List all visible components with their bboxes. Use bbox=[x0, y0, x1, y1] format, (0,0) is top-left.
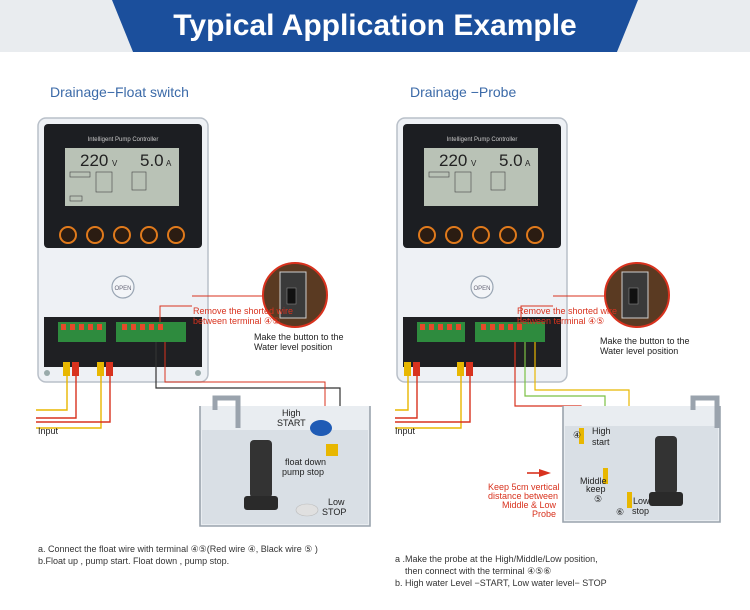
float-high-marker bbox=[326, 444, 338, 456]
left-stop-label: STOP bbox=[322, 507, 347, 517]
lcd-segment bbox=[69, 195, 83, 202]
right-start-label: start bbox=[592, 437, 610, 447]
voltage-value: 220 bbox=[80, 151, 108, 170]
left-remove-label-1: Remove the shorted wire bbox=[193, 306, 294, 316]
controller-title: Intelligent Pump Controller bbox=[88, 137, 159, 143]
left-low-label: Low bbox=[328, 497, 345, 507]
right-num6: ⑥ bbox=[616, 507, 625, 517]
float-low bbox=[295, 503, 319, 517]
left-high-label: High bbox=[282, 408, 301, 418]
right-input-label: Input bbox=[395, 426, 416, 436]
right-num4: ④ bbox=[573, 430, 582, 440]
left-note-a: a. Connect the float wire with terminal … bbox=[38, 544, 318, 554]
right-button-label-1: Make the button to the bbox=[600, 336, 690, 346]
lcd-segment bbox=[428, 171, 450, 178]
input-plugs bbox=[404, 362, 473, 376]
lcd-segment bbox=[131, 171, 147, 191]
left-note-b: b.Float up , pump start. Float down , pu… bbox=[38, 556, 230, 566]
left-float-down-label: float down bbox=[285, 457, 327, 467]
right-middle-label: Middle bbox=[580, 476, 607, 486]
lcd-segment bbox=[69, 171, 91, 178]
right-remove-label-1: Remove the shorted wire bbox=[517, 306, 618, 316]
keep-arrow bbox=[539, 469, 551, 477]
page-title: Typical Application Example bbox=[173, 9, 577, 42]
right-subtitle: Drainage −Probe bbox=[410, 84, 517, 100]
open-knob bbox=[470, 275, 494, 299]
open-label: OPEN bbox=[473, 286, 490, 292]
left-input-label: Input bbox=[38, 426, 59, 436]
right-low-label: Low bbox=[633, 496, 650, 506]
right-stop-label: stop bbox=[632, 506, 650, 516]
terminal-screws bbox=[61, 324, 163, 330]
controller-buttons bbox=[59, 226, 185, 244]
right-note-a2: then connect with the terminal ④⑤⑥ bbox=[405, 566, 552, 576]
open-label: OPEN bbox=[114, 286, 131, 292]
lcd-segment bbox=[490, 171, 506, 191]
left-button-label-1: Make the button to the bbox=[254, 332, 344, 342]
left-diagram: Intelligent Pump Controller 220 V 5.0 A … bbox=[36, 117, 371, 527]
lcd-segment bbox=[454, 171, 472, 193]
float-ball bbox=[310, 420, 332, 436]
header-banner-shape bbox=[112, 0, 638, 52]
left-subtitle: Drainage−Float switch bbox=[50, 84, 189, 100]
probe-low bbox=[627, 492, 632, 508]
right-note-b: b. High water Level −START, Low water le… bbox=[395, 578, 607, 588]
pump bbox=[655, 436, 677, 494]
right-keep-label: keep bbox=[586, 484, 606, 494]
pump bbox=[250, 440, 272, 498]
left-button-label-2: Water level position bbox=[254, 342, 333, 352]
terminal-screws bbox=[420, 324, 522, 330]
right-note-a1: a .Make the probe at the High/Middle/Low… bbox=[395, 554, 598, 564]
current-value: 5.0 bbox=[140, 151, 164, 170]
header-banner: Typical Application Example bbox=[0, 0, 750, 52]
open-knob bbox=[111, 275, 135, 299]
keep-note-4: Probe bbox=[531, 509, 556, 519]
right-remove-label-2: between terminal ④⑤ bbox=[517, 316, 605, 326]
keep-note-1: Keep 5cm vertical bbox=[488, 482, 560, 492]
voltage-unit: V bbox=[112, 159, 118, 168]
left-remove-label-2: between terminal ④⑤ bbox=[193, 316, 281, 326]
right-num5: ⑤ bbox=[594, 494, 603, 504]
current-unit: A bbox=[166, 159, 172, 168]
voltage-value: 220 bbox=[439, 151, 467, 170]
voltage-unit: V bbox=[471, 159, 477, 168]
controller-title: Intelligent Pump Controller bbox=[447, 137, 518, 143]
right-button-label-2: Water level position bbox=[600, 346, 679, 356]
current-value: 5.0 bbox=[499, 151, 523, 170]
right-high-label: High bbox=[592, 426, 611, 436]
controller-buttons bbox=[418, 226, 544, 244]
probe-middle bbox=[603, 468, 608, 484]
left-start-label: START bbox=[277, 418, 306, 428]
right-diagram: Intelligent Pump Controller 220 V 5.0 A … bbox=[395, 117, 721, 523]
left-pump-stop-label: pump stop bbox=[282, 467, 325, 477]
current-unit: A bbox=[525, 159, 531, 168]
keep-note-2: distance between bbox=[488, 491, 559, 501]
keep-note-3: Middle & Low bbox=[501, 500, 556, 510]
lcd-segment bbox=[95, 171, 113, 193]
input-plugs bbox=[63, 362, 113, 376]
probe-high bbox=[579, 428, 584, 444]
